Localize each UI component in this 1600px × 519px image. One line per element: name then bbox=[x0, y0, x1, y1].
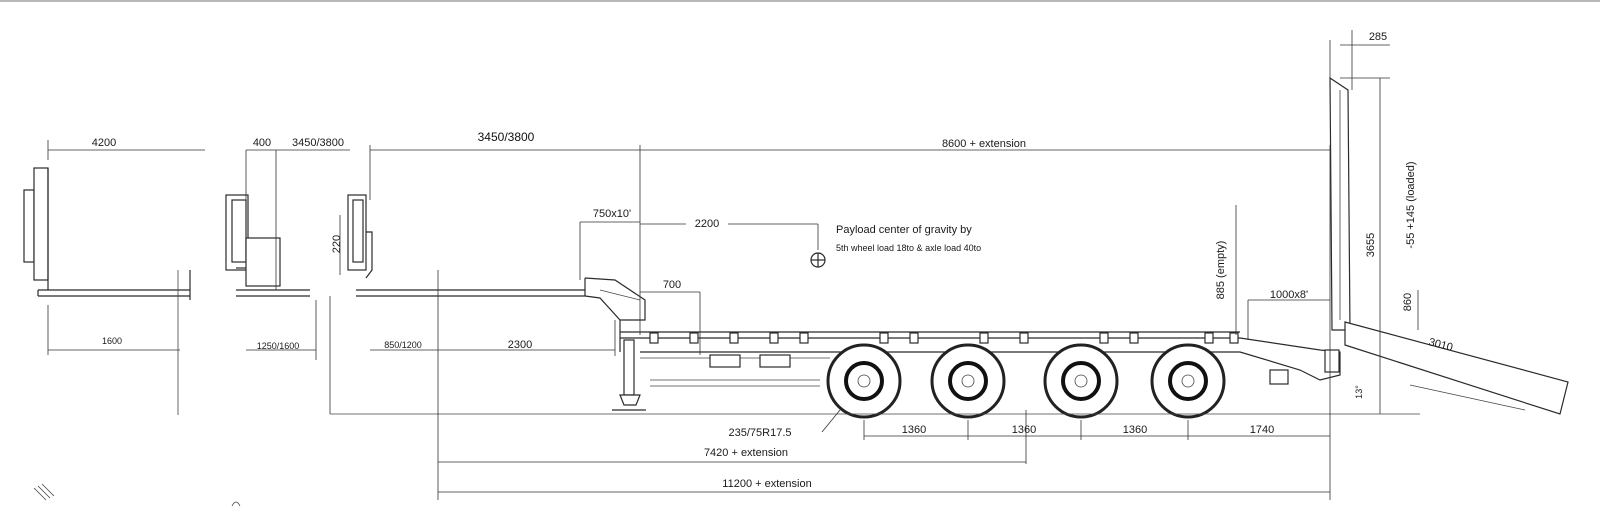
axle-3-wheel bbox=[1043, 343, 1119, 419]
dim-ramp-3010: 3010 bbox=[1427, 336, 1454, 354]
dim-ramp-size: 1000x8' bbox=[1270, 289, 1308, 301]
dim-axle-spacing-1: 1360 bbox=[902, 424, 926, 436]
dim-overall-length: 11200 + extension bbox=[722, 478, 811, 490]
dim-step-700: 700 bbox=[663, 279, 681, 291]
dim-deck-height-loaded: -55 +145 (loaded) bbox=[1405, 161, 1417, 248]
axle-2-wheel bbox=[930, 343, 1006, 419]
dim-height-3655: 3655 bbox=[1365, 233, 1377, 257]
dim-front-track: 1600 bbox=[102, 336, 122, 346]
dim-gooseneck-length: 3450/3800 bbox=[478, 130, 535, 144]
axle-1-wheel bbox=[826, 343, 902, 419]
payload-note-line2: 5th wheel load 18to & axle load 40to bbox=[836, 243, 981, 253]
dim-cg-offset: 2200 bbox=[695, 218, 719, 230]
dim-tire-size: 235/75R17.5 bbox=[729, 427, 792, 439]
dim-side-top: 3450/3800 bbox=[292, 137, 344, 149]
dim-rear-overhang: 1740 bbox=[1250, 424, 1274, 436]
cg-marker-icon bbox=[810, 252, 826, 268]
dim-wheelbase: 7420 + extension bbox=[704, 447, 788, 459]
end-view bbox=[225, 149, 350, 360]
dim-ramp-angle: 13° bbox=[1354, 385, 1364, 399]
main-trailer-view bbox=[347, 76, 1569, 415]
dim-neck-height: 220 bbox=[331, 235, 343, 253]
stamp-mark-icon bbox=[33, 483, 241, 507]
dim-front-overhang: 850/1200 bbox=[384, 340, 422, 350]
dim-side-bottom: 1250/1600 bbox=[257, 341, 300, 351]
payload-note-line1: Payload center of gravity by bbox=[836, 224, 972, 236]
dim-height-860: 860 bbox=[1402, 293, 1414, 311]
dim-axle-spacing-3: 1360 bbox=[1123, 424, 1147, 436]
dim-neck-rise: 750x10' bbox=[593, 208, 631, 220]
dim-side-offset: 400 bbox=[253, 137, 271, 149]
dim-top-285: 285 bbox=[1369, 31, 1387, 43]
front-view bbox=[23, 140, 205, 415]
dim-axle-spacing-2: 1360 bbox=[1012, 424, 1036, 436]
dim-front-width: 4200 bbox=[92, 137, 116, 149]
dim-deck-height-empty: 885 (empty) bbox=[1215, 241, 1227, 300]
dim-deck-length: 8600 + extension bbox=[942, 138, 1026, 150]
dim-kingpin-2300: 2300 bbox=[508, 339, 532, 351]
axle-4-wheel bbox=[1150, 343, 1226, 419]
